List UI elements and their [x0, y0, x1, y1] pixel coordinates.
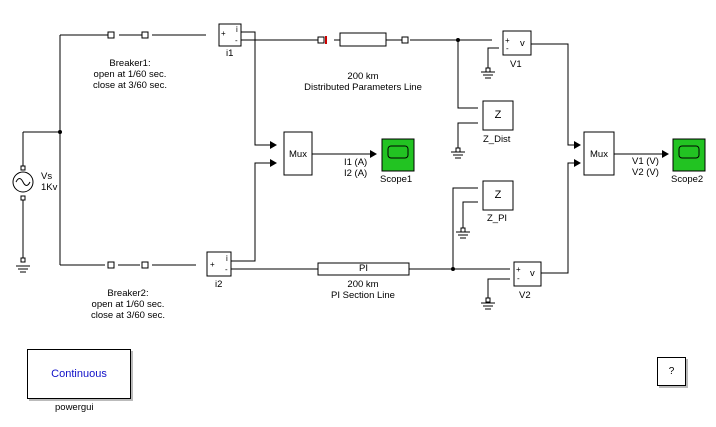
mux2-block — [583, 131, 615, 176]
current-meter-i1 — [218, 23, 242, 47]
pi-line-title: PI Section Line — [331, 290, 395, 301]
signal-v2: V2 (V) — [632, 167, 659, 178]
current-meter-i2 — [206, 251, 232, 277]
wire-to-zdist — [457, 40, 478, 109]
v2-port-v: v — [530, 268, 535, 279]
powergui-button-label: Continuous — [51, 368, 107, 380]
arrow-head — [370, 150, 377, 158]
scope1-block — [381, 138, 415, 172]
voltage-meter-v1 — [502, 30, 532, 56]
i1-port-plus: + — [221, 29, 226, 38]
i2-port-plus: + — [210, 260, 215, 269]
mux1-block — [283, 131, 313, 176]
ground-icon — [16, 265, 30, 273]
dist-line-label: 200 km Distributed Parameters Line — [283, 71, 443, 93]
pi-line-block — [317, 262, 410, 276]
wire-v1-gnd — [487, 47, 499, 70]
pi-line-length: 200 km — [347, 279, 379, 290]
breaker2-open: open at 1/60 sec. — [91, 299, 165, 310]
v1-port-plus: + — [505, 36, 510, 45]
ground-icon — [481, 71, 495, 79]
v2-port-plus: + — [516, 265, 521, 274]
help-button[interactable]: ? — [657, 357, 686, 386]
ground-icon — [481, 302, 495, 310]
arrow-head — [574, 159, 581, 167]
source-name: Vs — [41, 171, 53, 182]
z-pi-name: Z_PI — [487, 213, 508, 224]
i2-port-i: i — [226, 254, 228, 263]
z-dist-name: Z_Dist — [483, 134, 511, 145]
arrow-head — [662, 150, 669, 158]
distributed-line-block — [339, 32, 387, 47]
dist-line-length: 200 km — [347, 71, 379, 82]
powergui-name: powergui — [55, 402, 94, 413]
signal-labels-2: V1 (V) V2 (V) — [632, 156, 659, 178]
v2-port-minus: - — [517, 274, 520, 283]
breaker2-terminal — [107, 261, 115, 269]
v1-port-minus: - — [506, 44, 509, 53]
pi-line-label: 200 km PI Section Line — [293, 279, 433, 301]
i1-port-minus: - — [235, 36, 238, 45]
scope2-name: Scope2 — [671, 174, 704, 185]
breaker1-terminal — [141, 31, 149, 39]
help-button-label: ? — [668, 366, 675, 377]
mux1-label: Mux — [289, 149, 307, 160]
signal-i2: I2 (A) — [344, 168, 368, 179]
signal-labels-1: I1 (A) I2 (A) — [344, 157, 367, 179]
breaker1-close: close at 3/60 sec. — [93, 80, 167, 91]
i1-name: i1 — [226, 48, 234, 59]
mux2-label: Mux — [590, 149, 608, 160]
z-pi-block — [482, 180, 514, 211]
wire-zpi-gnd — [462, 201, 478, 228]
z-dist-block — [482, 100, 514, 131]
v2-name: V2 — [519, 290, 531, 301]
wire-i2-to-mux1 — [231, 162, 276, 262]
pi-line-block-text: PI — [359, 263, 368, 274]
signal-i1: I1 (A) — [344, 157, 368, 168]
wire-v2-gnd — [487, 278, 510, 298]
junction-dot — [456, 38, 460, 42]
i1-port-i: i — [236, 25, 238, 34]
junction-dot — [58, 130, 62, 134]
ground-icon — [451, 151, 465, 159]
z-pi-symbol: Z — [494, 189, 502, 201]
breaker1-terminal — [107, 31, 115, 39]
v1-name: V1 — [510, 59, 522, 70]
source-value: 1Kv — [41, 182, 58, 193]
breaker1-open: open at 1/60 sec. — [93, 69, 167, 80]
v1-port-v: v — [520, 38, 525, 49]
z-dist-symbol: Z — [494, 109, 502, 121]
arrow-head — [574, 141, 581, 149]
wire-v2-to-mux2 — [541, 162, 580, 274]
scope2-block — [672, 138, 706, 172]
powergui-button[interactable]: Continuous — [27, 349, 131, 399]
wire-v1-to-mux2 — [531, 43, 580, 146]
i2-name: i2 — [215, 279, 223, 290]
breaker2-terminal — [141, 261, 149, 269]
arrow-head — [270, 141, 277, 149]
ac-source-block — [12, 165, 34, 263]
breaker2-close: close at 3/60 sec. — [91, 310, 165, 321]
breaker2-name: Breaker2: — [107, 288, 149, 299]
voltage-meter-v2 — [513, 261, 542, 287]
scope1-name: Scope1 — [380, 174, 413, 185]
wire-zdist-gnd — [457, 122, 478, 148]
signal-v1: V1 (V) — [632, 156, 659, 167]
breaker1-label: Breaker1: open at 1/60 sec. close at 3/6… — [80, 58, 180, 91]
breaker2-label: Breaker2: open at 1/60 sec. close at 3/6… — [78, 288, 178, 321]
ground-icon — [456, 231, 470, 239]
dist-line-title: Distributed Parameters Line — [304, 82, 422, 93]
wire-i1-to-mux1 — [241, 31, 276, 146]
wire-to-zpi — [452, 187, 478, 269]
junction-dot — [451, 267, 455, 271]
i2-port-minus: - — [225, 265, 228, 274]
arrow-head — [270, 159, 277, 167]
breaker1-name: Breaker1: — [109, 58, 151, 69]
